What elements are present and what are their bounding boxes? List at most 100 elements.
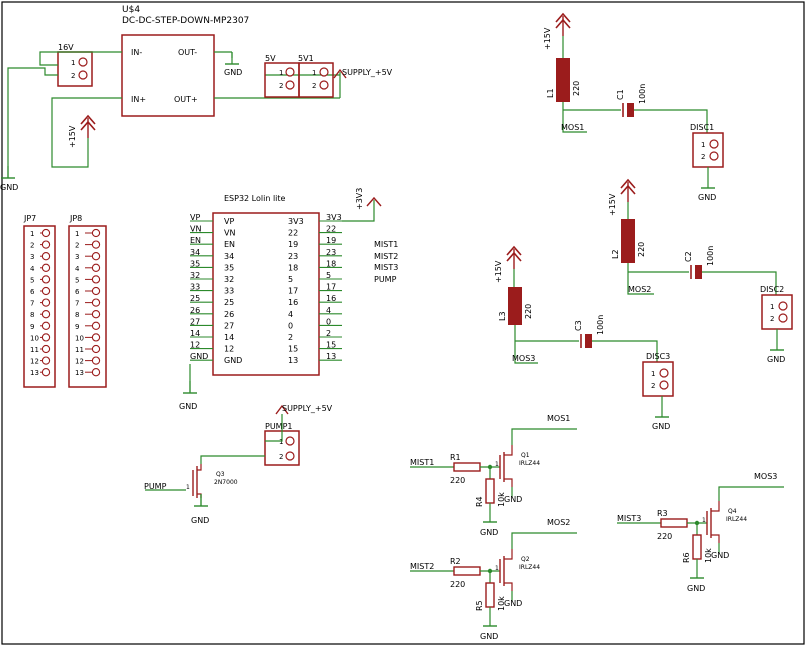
pulldown-value-1: 10k <box>497 492 506 507</box>
esp32-right-net: 17 <box>326 283 336 292</box>
esp32-left-net: 25 <box>190 294 200 303</box>
esp32-right-net: 15 <box>326 341 336 350</box>
disc-pin2-circle-2 <box>778 313 788 323</box>
disc-pin1-3: 1 <box>651 370 655 378</box>
connector-5v1-pin2: 2 <box>312 82 316 90</box>
esp32-left-net: EN <box>190 236 201 245</box>
pulldown-gnd-label-1: GND <box>480 528 498 537</box>
disc-pin1-2: 1 <box>770 303 774 311</box>
disc-pin2-circle-3 <box>659 380 669 390</box>
pump-net-label: PUMP <box>144 482 167 491</box>
jp7-pin-number: 5 <box>30 276 34 284</box>
esp32-left-pin: 12 <box>224 345 234 354</box>
jp7-pin-number: 6 <box>30 288 35 296</box>
drain-net-label-1: MOS1 <box>547 414 570 423</box>
esp32-left-pin: 34 <box>224 252 234 261</box>
regulator-pin-out-minus: OUT- <box>178 48 197 57</box>
cap-name-2: C2 <box>684 251 693 262</box>
inductor-value-1: 220 <box>572 81 581 96</box>
disc-label-2: DISC2 <box>760 285 784 294</box>
esp32-right-net: 23 <box>326 248 336 257</box>
mosfet-source-lead-3 <box>711 534 720 543</box>
pulldown-gnd-label-3: GND <box>687 584 705 593</box>
jp7-pin-circle <box>41 228 51 238</box>
gate-resistor-value-2: 220 <box>450 580 465 589</box>
jp7-pin-number: 11 <box>30 346 39 354</box>
jp7-pin-number: 3 <box>30 253 34 261</box>
disc-pin1-circle-2 <box>778 301 788 311</box>
p15-regulator: +15V <box>68 115 96 148</box>
jp7-pin-circle <box>41 356 51 365</box>
disc-pin2-2: 2 <box>770 315 774 323</box>
mos-node-wire-2 <box>627 263 654 295</box>
esp32-signal-mist3: MIST3 <box>374 263 398 272</box>
regulator-part: DC-DC-STEP-DOWN-MP2307 <box>122 16 249 26</box>
esp32-left-net: VP <box>190 213 200 222</box>
jp8-pin-circle <box>91 368 101 377</box>
disc-body-3 <box>642 361 674 397</box>
drain-net-label-3: MOS3 <box>754 472 777 481</box>
mos-node-wire-1 <box>562 102 587 133</box>
p15-label-2: +15V <box>608 193 617 216</box>
gnd-regulator: GND <box>224 51 242 77</box>
gnd-esp32-label: GND <box>179 402 197 411</box>
pulldown-name-2: R5 <box>475 600 484 611</box>
inductor-3 <box>508 287 522 325</box>
jp8-pin-number: 7 <box>75 300 79 308</box>
esp32-right-pin: 5 <box>288 275 293 284</box>
p3v3-label: +3V3 <box>355 188 364 210</box>
drain-wire-3 <box>718 486 784 501</box>
cap-name-3: C3 <box>574 320 583 331</box>
jp8-pin-circle <box>91 275 101 284</box>
pump-supply-label: SUPPLY_+5V <box>282 404 333 413</box>
pulldown-value-2: 10k <box>497 596 506 611</box>
jp8-pin-circle <box>91 333 101 342</box>
connector-5v-label: 5V <box>265 54 276 63</box>
inductor-1 <box>556 58 570 102</box>
jp7-pin-circle <box>41 240 51 249</box>
gnd-esp32: GND <box>179 380 198 411</box>
header-jp8-body <box>68 225 107 388</box>
gnd-regulator-label: GND <box>224 68 242 77</box>
esp32-right-pin: 16 <box>288 298 298 307</box>
disc-wire-3 <box>592 340 658 362</box>
jp7-pin-circle <box>41 298 51 307</box>
connector-5v-pin1: 1 <box>279 69 283 77</box>
esp32-right-net: 13 <box>326 352 336 361</box>
jp8-pin-circle <box>91 252 101 261</box>
gate-resistor-value-3: 220 <box>657 532 672 541</box>
wires-16v <box>7 51 341 178</box>
jp8-pin-circle <box>91 240 101 249</box>
esp32-left-net: 33 <box>190 283 200 292</box>
jp8-pin-number: 2 <box>75 242 79 250</box>
jp8-pin-number: 3 <box>75 253 79 261</box>
esp32-left-net: 35 <box>190 259 200 268</box>
cap-value-1: 100n <box>638 84 647 104</box>
source-gnd-label-3: GND <box>711 551 729 560</box>
jp8-pin-number: 1 <box>75 230 79 238</box>
esp32-right-net: 0 <box>326 317 331 326</box>
jp8-pin-circle <box>91 263 101 272</box>
p3v3-supply: +3V3 <box>355 188 382 210</box>
jp7-pin-circle <box>41 368 51 377</box>
inductor-name-3: L3 <box>498 311 507 321</box>
esp32-left-pin: VP <box>224 217 234 226</box>
esp32-right-net: 16 <box>326 294 336 303</box>
esp32-left-net: VN <box>190 225 201 234</box>
connector-5v1-pin1: 1 <box>312 69 316 77</box>
esp32-left-pin: 32 <box>224 275 234 284</box>
connector-5v1-body <box>298 62 334 98</box>
esp32-left-net: 34 <box>190 248 200 257</box>
mos-net-label-1: MOS1 <box>561 123 584 132</box>
disc-wire-2 <box>702 271 777 295</box>
esp32-left-net: 27 <box>190 317 200 326</box>
jp8-pin-number: 13 <box>75 369 84 377</box>
supply-5v-regulator-label: SUPPLY_+5V <box>342 68 393 77</box>
connector-16v-label: 16V <box>58 43 74 52</box>
mosfet-name-2: Q2 <box>521 556 530 563</box>
mosfet-drain-lead-1 <box>504 445 513 456</box>
